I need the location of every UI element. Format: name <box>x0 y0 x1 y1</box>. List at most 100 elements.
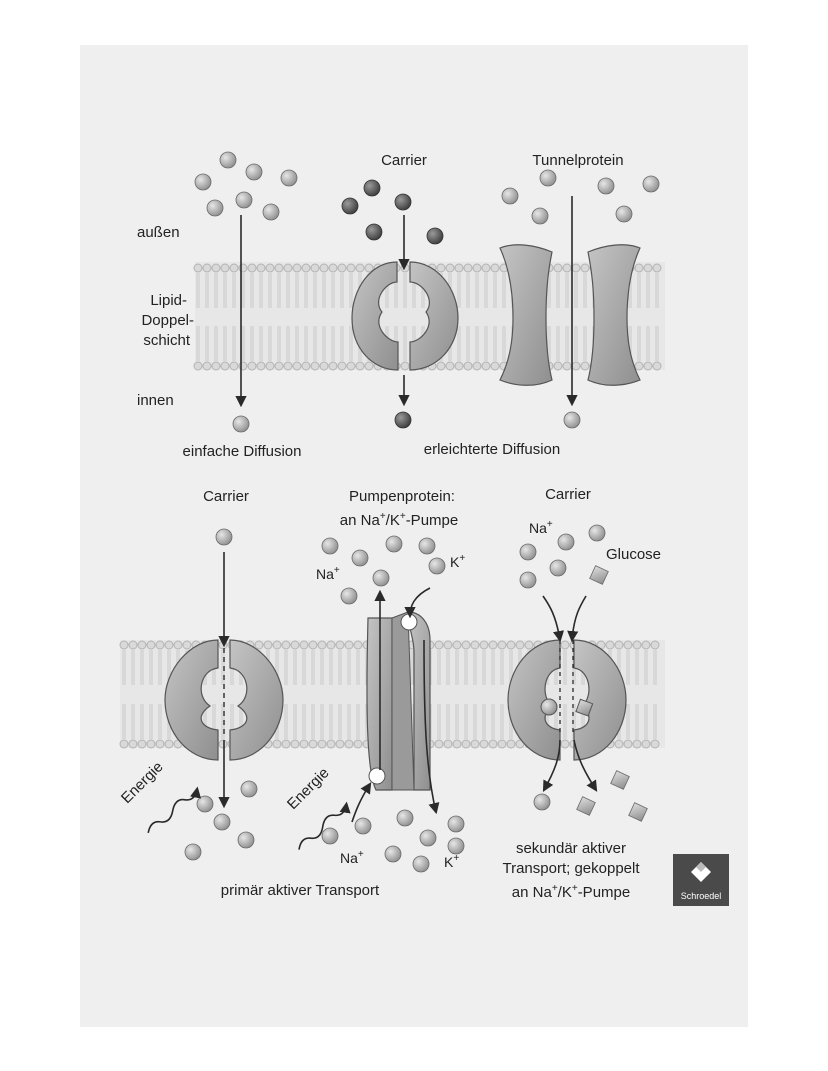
lipid-head <box>488 739 498 749</box>
lipid-head <box>328 361 338 371</box>
solute-particle <box>321 827 339 845</box>
publisher-logo: Schroedel <box>673 854 729 906</box>
solute-particle <box>232 415 250 433</box>
lipid-head <box>452 640 462 650</box>
solute-particle <box>351 549 369 567</box>
solute-particle <box>396 809 414 827</box>
lipid-head <box>328 263 338 273</box>
solute-particle <box>533 793 551 811</box>
solute-particle-dark <box>365 223 383 241</box>
solute-particle-dark <box>363 179 381 197</box>
lipid-head <box>155 739 165 749</box>
particles <box>184 151 660 873</box>
label-na-pump-outside: Na+ <box>316 565 340 583</box>
label-pump-1: Pumpenprotein: <box>349 488 455 505</box>
lipid-head <box>562 361 572 371</box>
lipid-head <box>650 739 660 749</box>
solute-particle <box>588 524 606 542</box>
label-pump-2: an Na+/K+-Pumpe <box>339 511 459 529</box>
label-bilayer-2: Doppel- <box>141 312 194 329</box>
lipid-head <box>479 739 489 749</box>
solute-particle <box>412 855 430 873</box>
lipid-head <box>614 739 624 749</box>
solute-particle <box>418 537 436 555</box>
glucose-molecule <box>610 770 630 790</box>
solute-particle <box>642 175 660 193</box>
lipid-head <box>643 361 653 371</box>
lipid-head <box>193 263 203 273</box>
lipid-head <box>137 739 147 749</box>
label-inside: innen <box>137 392 174 409</box>
lipid-head <box>290 640 300 650</box>
label-bilayer-3: schicht <box>143 332 190 349</box>
lipid-head <box>281 640 291 650</box>
lipid-head <box>290 739 300 749</box>
lipid-head <box>571 263 581 273</box>
lipid-head <box>488 640 498 650</box>
label-k-pump-outside: K+ <box>450 553 466 571</box>
lipid-head <box>335 640 345 650</box>
solute-particle <box>519 543 537 561</box>
lipid-head <box>220 361 230 371</box>
solute-particle <box>597 177 615 195</box>
solute-particle <box>245 163 263 181</box>
lipid-head <box>472 361 482 371</box>
lipid-head <box>218 640 228 650</box>
lipid-head <box>202 361 212 371</box>
label-outside: außen <box>137 224 180 241</box>
solute-particle <box>519 571 537 589</box>
solute-particle <box>557 533 575 551</box>
lipid-head <box>247 263 257 273</box>
lipid-head <box>272 640 282 650</box>
label-glucose: Glucose <box>606 546 662 563</box>
lipid-head <box>128 739 138 749</box>
label-secondary-1: sekundär aktiver <box>515 840 627 857</box>
lipid-head <box>229 361 239 371</box>
label-primary-transport: primär aktiver Transport <box>220 882 380 899</box>
lipid-head <box>497 640 507 650</box>
lipid-head <box>470 739 480 749</box>
lipid-head <box>623 739 633 749</box>
lipid-head <box>470 640 480 650</box>
solute-particle-dark <box>394 193 412 211</box>
label-na-carrier: Na+ <box>529 519 553 537</box>
lipid-head <box>479 640 489 650</box>
lipid-head <box>164 640 174 650</box>
label-simple-diffusion: einfache Diffusion <box>182 443 302 460</box>
label-carrier-bottom-left: Carrier <box>203 488 249 505</box>
lipid-head <box>283 361 293 371</box>
lipid-head <box>641 739 651 749</box>
lipid-head <box>211 361 221 371</box>
lipid-head <box>292 361 302 371</box>
solute-particle <box>213 813 231 831</box>
sodium-potassium-pump <box>366 611 431 791</box>
carrier-protein-primary <box>164 639 284 761</box>
lipid-head <box>463 263 473 273</box>
lipid-head <box>164 739 174 749</box>
lipid-head <box>632 640 642 650</box>
lipid-head <box>652 361 662 371</box>
solute-particle-dark <box>394 411 412 429</box>
solute-particle <box>219 151 237 169</box>
solute-particle <box>215 528 233 546</box>
lipid-head <box>218 739 228 749</box>
lipid-head <box>326 739 336 749</box>
lipid-head <box>443 739 453 749</box>
lipid-head <box>490 263 500 273</box>
lipid-head <box>553 361 563 371</box>
lipid-head <box>292 263 302 273</box>
lipid-head <box>481 361 491 371</box>
lipid-head <box>337 361 347 371</box>
lipid-head <box>461 739 471 749</box>
lipid-head <box>317 640 327 650</box>
label-carrier-top: Carrier <box>381 152 427 169</box>
lipid-head <box>515 640 525 650</box>
lipid-head <box>344 640 354 650</box>
solute-particle <box>447 837 465 855</box>
lipid-head <box>353 739 363 749</box>
label-k-pump-inside: K+ <box>444 853 460 871</box>
diamond-logo-icon <box>691 862 711 882</box>
solute-particle <box>262 203 280 221</box>
solute-particle <box>196 795 214 813</box>
